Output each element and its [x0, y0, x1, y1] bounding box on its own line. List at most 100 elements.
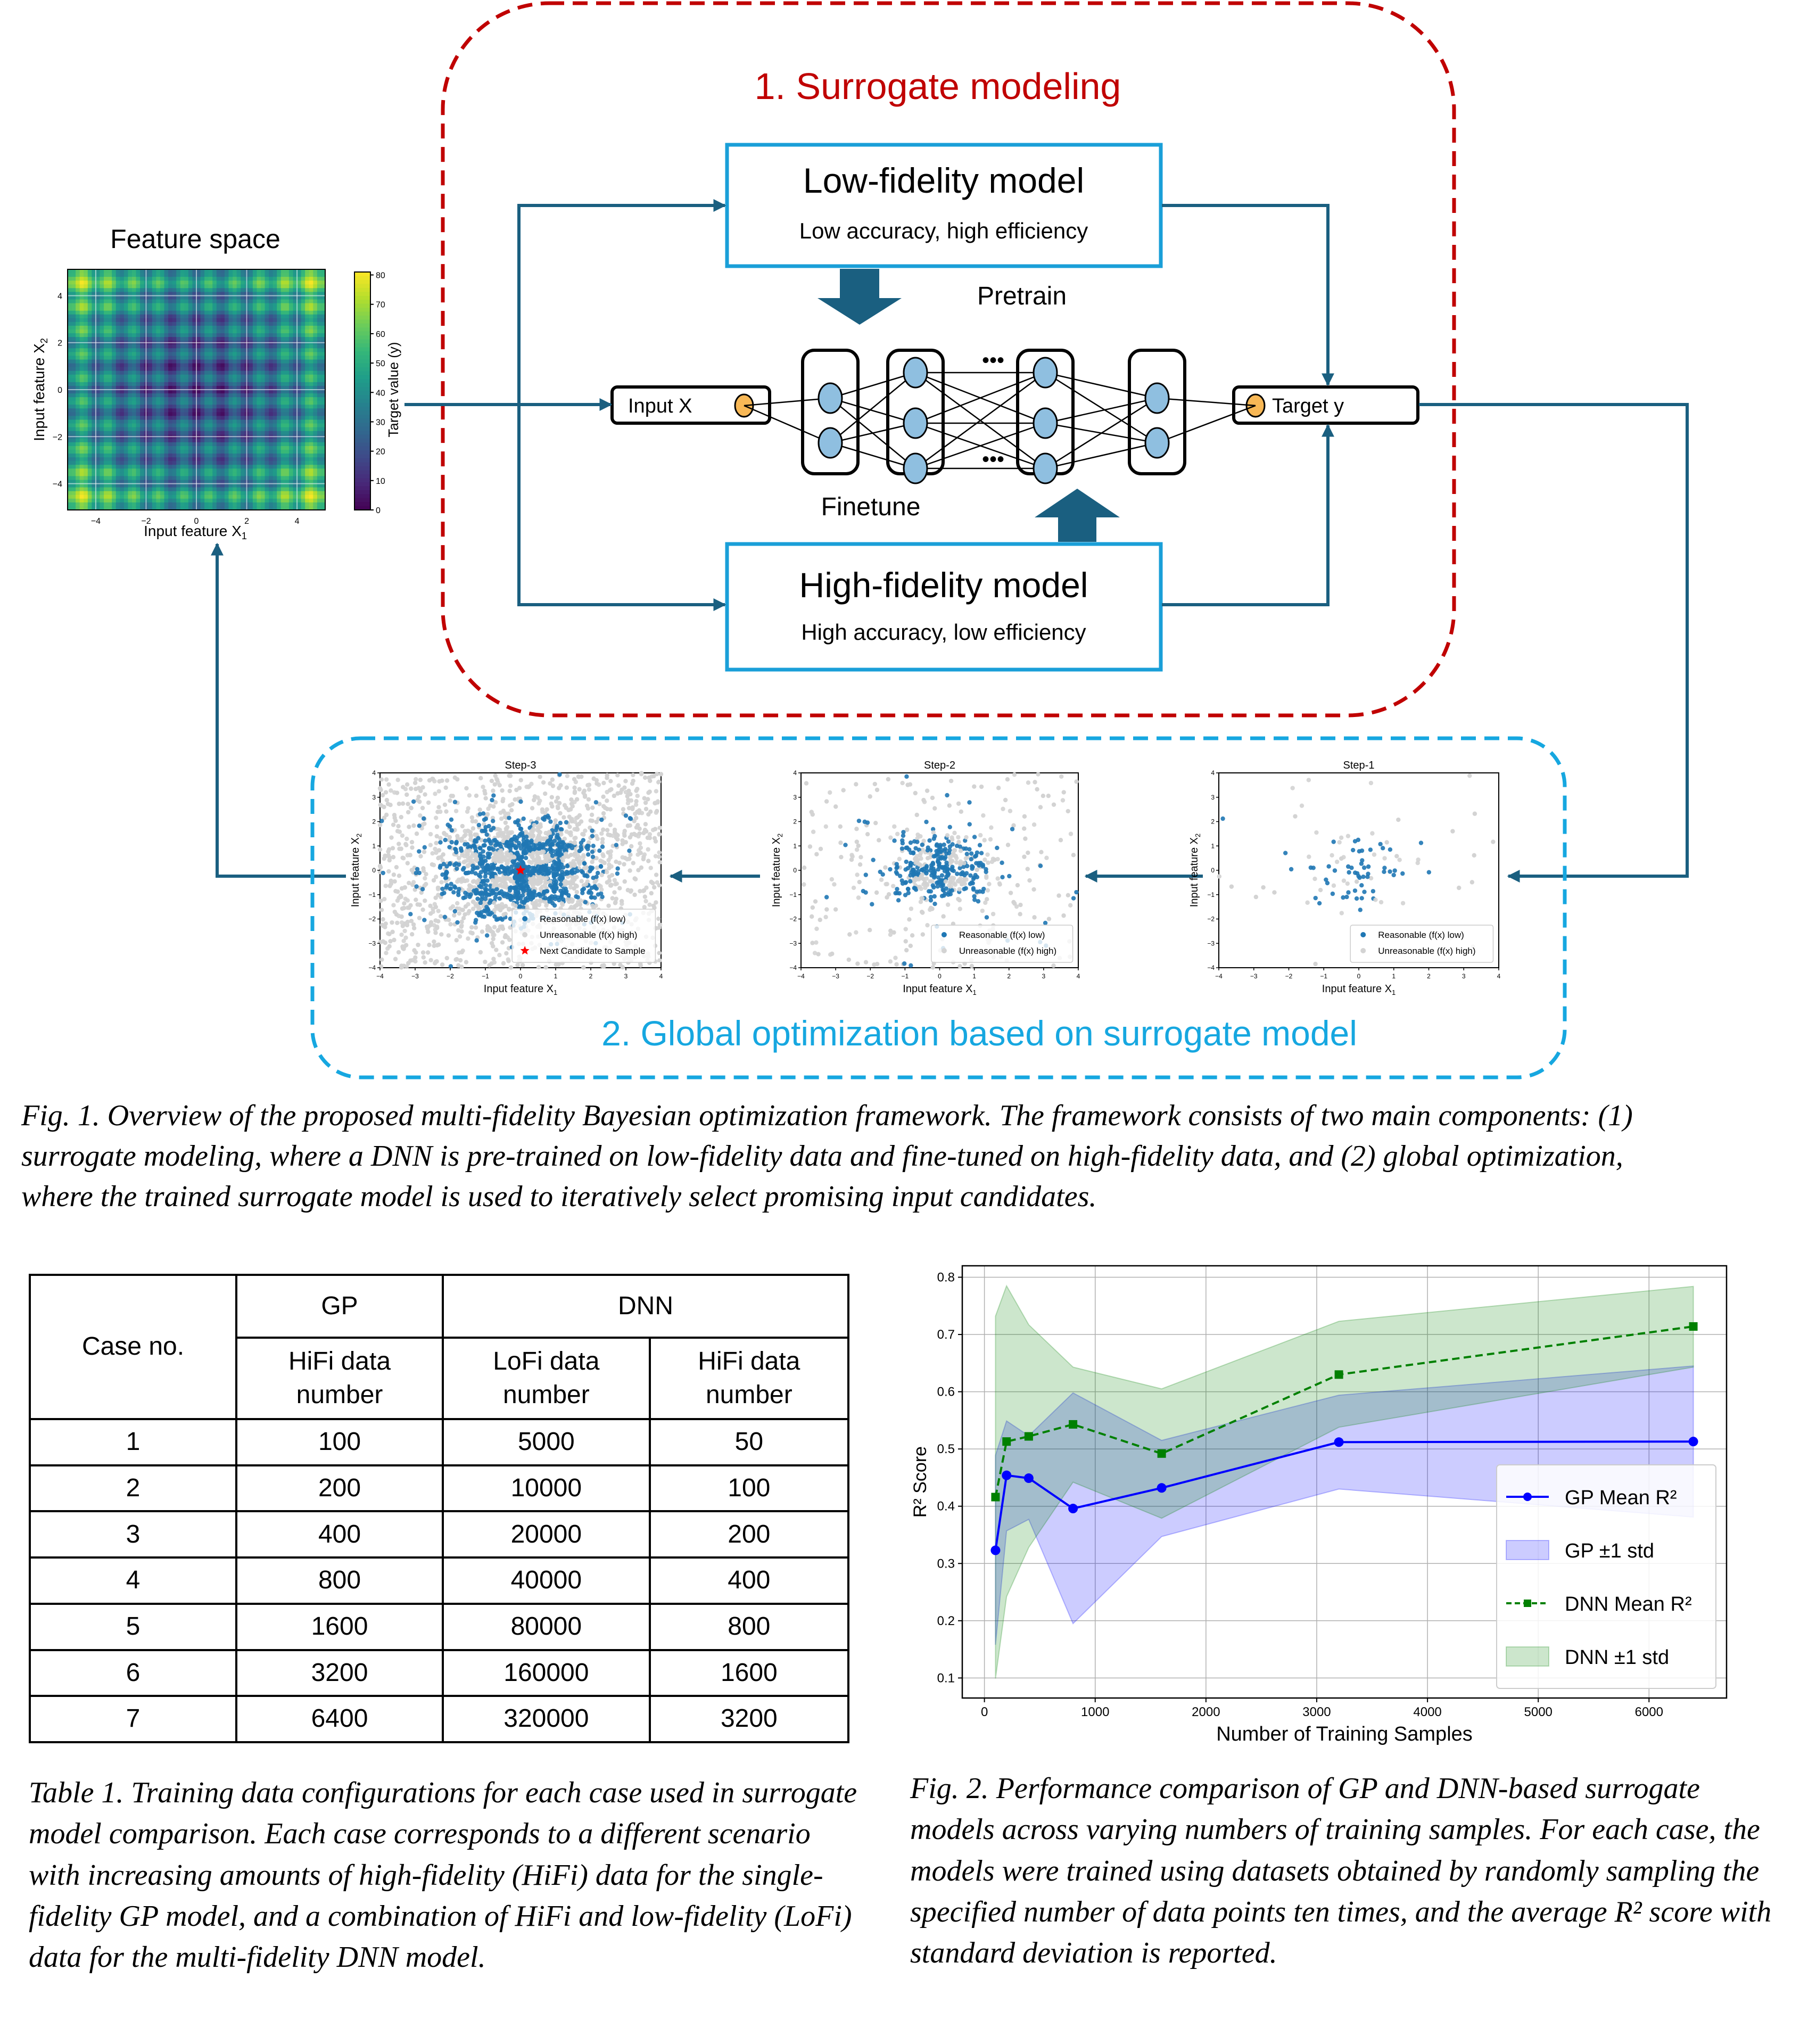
heatmap-cell	[164, 333, 169, 337]
heatmap-cell	[208, 333, 213, 337]
heatmap-cell	[160, 322, 165, 326]
heatmap-cell	[152, 397, 156, 401]
heatmap-cell	[128, 431, 133, 435]
heatmap-cell	[140, 427, 145, 432]
heatmap-cell	[305, 374, 310, 379]
heatmap-cell	[317, 273, 322, 277]
heatmap-cell	[128, 487, 133, 492]
heatmap-cell	[160, 397, 165, 401]
heatmap-cell	[241, 487, 245, 492]
heatmap-cell	[172, 277, 177, 281]
heatmap-cell	[216, 359, 221, 364]
heatmap-cell	[309, 502, 313, 507]
heatmap-cell	[112, 457, 117, 461]
network-connection	[744, 405, 831, 444]
heatmap-cell	[285, 419, 290, 424]
heatmap-cell	[184, 408, 189, 413]
heatmap-cell	[288, 408, 294, 413]
network-connection	[1045, 397, 1158, 424]
heatmap-cell	[313, 385, 318, 390]
heatmap-cell	[301, 318, 305, 323]
heatmap-cell	[317, 299, 322, 304]
unreasonable-point	[582, 793, 588, 798]
heatmap-cell	[132, 419, 137, 424]
heatmap-cell	[76, 292, 80, 296]
heatmap-cell	[305, 367, 310, 372]
heatmap-cell	[317, 314, 322, 319]
heatmap-cell	[104, 288, 109, 292]
heatmap-cell	[265, 370, 269, 375]
heatmap-cell	[87, 314, 92, 319]
heatmap-cell	[228, 273, 233, 277]
heatmap-cell	[200, 393, 205, 398]
heatmap-cell	[71, 374, 76, 379]
heatmap-cell	[204, 370, 209, 375]
heatmap-cell	[233, 390, 237, 394]
heatmap-cell	[172, 363, 177, 368]
heatmap-cell	[288, 318, 294, 323]
heatmap-cell	[95, 468, 101, 473]
heatmap-cell	[123, 385, 129, 390]
heatmap-cell	[313, 288, 318, 292]
heatmap-cell	[156, 356, 161, 360]
heatmap-cell	[115, 506, 120, 510]
heatmap-cell	[71, 442, 76, 447]
heatmap-cell	[228, 465, 233, 469]
heatmap-cell	[156, 382, 161, 386]
heatmap-cell	[233, 450, 237, 454]
heatmap-cell	[257, 295, 261, 300]
heatmap-cell	[200, 427, 205, 432]
heatmap-cell	[196, 325, 201, 330]
heatmap-cell	[317, 423, 322, 428]
heatmap-cell	[112, 405, 117, 409]
heatmap-cell	[140, 352, 145, 357]
heatmap-cell	[71, 310, 76, 315]
heatmap-cell	[160, 423, 165, 428]
heatmap-cell	[233, 419, 237, 424]
heatmap-cell	[84, 303, 88, 308]
heatmap-cell	[257, 412, 261, 417]
heatmap-cell	[108, 314, 112, 319]
heatmap-cell	[87, 397, 92, 401]
heatmap-cell	[301, 419, 305, 424]
heatmap-cell	[92, 431, 96, 435]
heatmap-cell	[208, 450, 213, 454]
unreasonable-point	[411, 926, 417, 930]
heatmap-cell	[168, 277, 173, 281]
heatmap-cell	[196, 292, 201, 296]
heatmap-cell	[172, 303, 177, 308]
heatmap-cell	[180, 465, 185, 469]
heatmap-cell	[104, 393, 109, 398]
heatmap-cell	[160, 416, 165, 421]
unreasonable-point	[406, 802, 410, 806]
heatmap-cell	[108, 506, 112, 510]
heatmap-cell	[84, 487, 88, 492]
heatmap-cell	[200, 476, 205, 481]
heatmap-cell	[128, 427, 133, 432]
heatmap-cell	[208, 363, 213, 368]
heatmap-cell	[241, 416, 245, 421]
heatmap-cell	[228, 344, 233, 349]
heatmap-cell	[313, 431, 318, 435]
heatmap-cell	[132, 390, 137, 394]
heatmap-cell	[249, 494, 253, 499]
heatmap-cell	[164, 393, 169, 398]
heatmap-cell	[112, 476, 117, 481]
heatmap-cell	[76, 348, 80, 352]
heatmap-cell	[280, 318, 285, 323]
heatmap-cell	[188, 344, 193, 349]
heatmap-cell	[277, 457, 282, 461]
heatmap-cell	[269, 412, 274, 417]
neuron-node	[1033, 452, 1058, 484]
unreasonable-point	[392, 813, 397, 818]
heatmap-cell	[148, 378, 153, 383]
heatmap-cell	[257, 363, 261, 368]
heatmap-cell	[140, 269, 145, 274]
heatmap-cell	[108, 419, 112, 424]
heatmap-cell	[176, 476, 181, 481]
heatmap-cell	[321, 367, 326, 372]
heatmap-cell	[200, 454, 205, 458]
heatmap-cell	[136, 273, 141, 277]
heatmap-cell	[128, 472, 133, 477]
unreasonable-point	[574, 889, 580, 895]
